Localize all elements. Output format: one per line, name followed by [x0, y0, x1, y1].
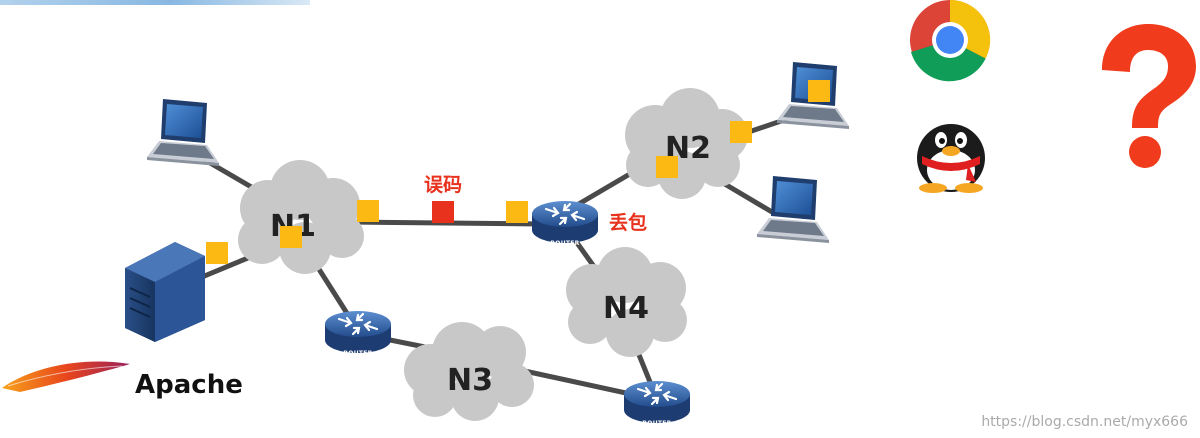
server-icon — [125, 242, 205, 342]
chrome-icon — [910, 0, 991, 82]
router-bottom-label: ROUTER — [642, 420, 671, 427]
packet-loss-label: 丢包 — [609, 211, 647, 234]
watermark: https://blog.csdn.net/myx666 — [981, 414, 1188, 430]
packet — [730, 121, 752, 143]
router-left-label: ROUTER — [343, 350, 372, 357]
question-mark-icon — [1102, 24, 1196, 168]
bit-error-label: 误码 — [424, 174, 462, 196]
router-left: ROUTER — [323, 309, 393, 357]
error-packet — [432, 201, 454, 223]
cloud-n4: N4 — [566, 247, 687, 357]
router-top-label: ROUTER — [550, 240, 579, 247]
packet — [656, 156, 678, 178]
cloud-n2: N2 — [625, 88, 748, 199]
packet — [506, 201, 528, 223]
packet — [808, 80, 830, 102]
apache-feather-icon — [2, 361, 130, 392]
packet — [206, 242, 228, 264]
qq-penguin-icon — [917, 124, 985, 193]
packet — [280, 226, 302, 248]
laptop-icon — [147, 99, 219, 166]
packet — [357, 200, 379, 222]
router-bottom: ROUTER — [622, 379, 692, 427]
cloud-n4-label: N4 — [603, 291, 649, 326]
top-banner-strip — [0, 0, 310, 5]
cloud-n3: N3 — [404, 322, 534, 421]
router-top: ROUTER — [530, 199, 600, 247]
apache-label: Apache — [135, 370, 243, 400]
packets — [206, 80, 830, 264]
cloud-n3-label: N3 — [447, 363, 493, 398]
cloud-n1: N1 — [238, 160, 364, 274]
